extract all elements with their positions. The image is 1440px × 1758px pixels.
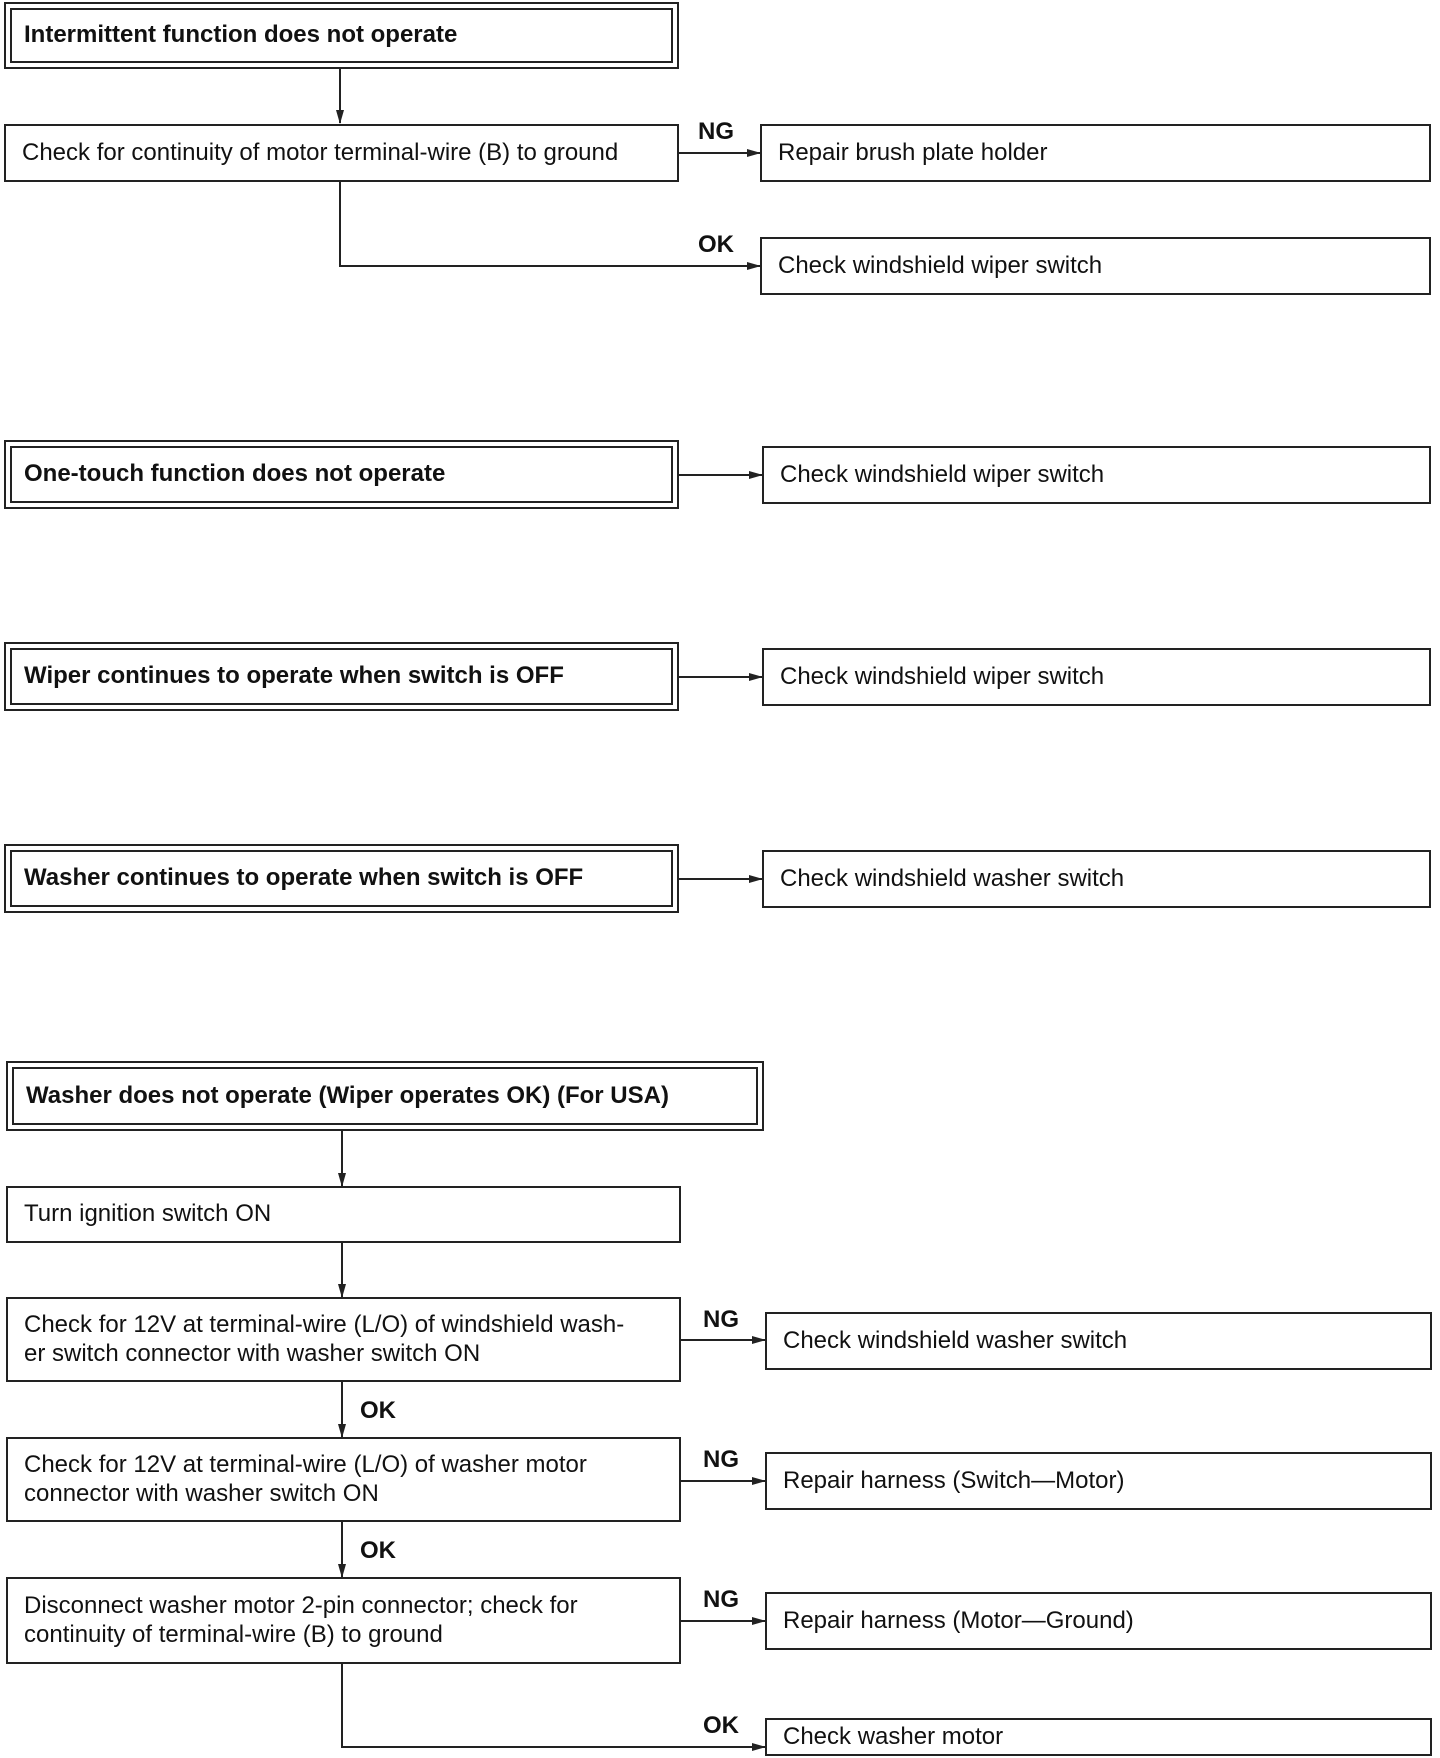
section5-step3-box: Check for 12V at terminal-wire (L/O) of … [6,1437,681,1522]
section5-step4-ng-label: NG [703,1586,739,1613]
section5-step2-ng-label: NG [703,1306,739,1333]
section5-step4-ok-result-box: Check washer motor [765,1718,1432,1756]
section1-ng-result-box: Repair brush plate holder [760,124,1431,182]
arrow-s1-ok [339,182,761,270]
section3-title-box: Wiper continues to operate when switch i… [4,642,679,711]
section4-result-box: Check windshield washer switch [762,850,1431,908]
section2-title-box: One-touch function does not operate [4,440,679,509]
section5-step2-ok-label: OK [360,1397,396,1424]
section5-step2-box: Check for 12V at terminal-wire (L/O) of … [6,1297,681,1382]
section5-step4-ng-result-box: Repair harness (Motor—Ground) [765,1592,1432,1650]
section5-title: Washer does not operate (Wiper operates … [12,1067,758,1125]
section1-title-box: Intermittent function does not operate [4,2,679,69]
arrow-s5-step4-ok [341,1664,766,1751]
section5-title-box: Washer does not operate (Wiper operates … [6,1061,764,1131]
section5-step3-ng-result-box: Repair harness (Switch—Motor) [765,1452,1432,1510]
section5-step3-ok-label: OK [360,1537,396,1564]
section2-result-box: Check windshield wiper switch [762,446,1431,504]
section2-title: One-touch function does not operate [10,446,673,503]
section3-title: Wiper continues to operate when switch i… [10,648,673,705]
section3-result-box: Check windshield wiper switch [762,648,1431,706]
section1-ok-label: OK [698,231,734,258]
section1-ok-result-box: Check windshield wiper switch [760,237,1431,295]
section1-title: Intermittent function does not operate [10,8,673,63]
section5-step4-box: Disconnect washer motor 2-pin connector;… [6,1577,681,1664]
section1-ng-label: NG [698,118,734,145]
section5-step3-ng-label: NG [703,1446,739,1473]
section5-step1-box: Turn ignition switch ON [6,1186,681,1243]
section5-step2-ng-result-box: Check windshield washer switch [765,1312,1432,1370]
section1-step-box: Check for continuity of motor terminal-w… [4,124,679,182]
section4-title-box: Washer continues to operate when switch … [4,844,679,913]
section4-title: Washer continues to operate when switch … [10,850,673,907]
section5-step4-ok-label: OK [703,1712,739,1739]
